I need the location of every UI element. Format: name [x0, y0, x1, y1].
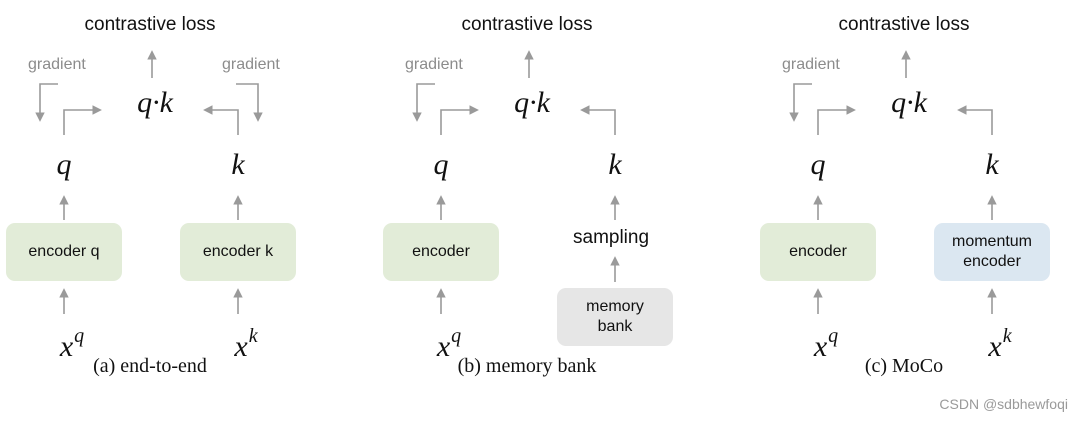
arrows-end-to-end [35, 50, 263, 314]
caption-memory-bank: (b) memory bank [457, 355, 597, 377]
k-symbol: k [608, 148, 622, 181]
k-symbol: k [231, 148, 245, 181]
arrows-moco [789, 50, 997, 314]
q-symbol: q [56, 148, 72, 181]
gradient-label-left: gradient [782, 56, 840, 73]
encoder-label: encoder [789, 243, 847, 260]
gradient-arrow-right [236, 83, 263, 122]
x-k-symbol: xk [234, 325, 258, 363]
encoder-k-label: encoder k [202, 243, 274, 260]
qk-product: q·k [137, 86, 173, 119]
gradient-arrow-left [789, 83, 812, 122]
contrastive-loss-label: contrastive loss [838, 14, 970, 35]
gradient-arrow-left [35, 83, 58, 122]
q-symbol: q [810, 148, 826, 181]
q-symbol: q [433, 148, 449, 181]
encoder-box: encoder [383, 223, 499, 281]
encoder-k-box: encoder k [180, 223, 296, 281]
gradient-label-right: gradient [222, 56, 280, 73]
arrow-k-to-qk [580, 105, 616, 135]
arrow-q-to-qk [63, 105, 102, 135]
caption-end-to-end: (a) end-to-end [93, 355, 207, 377]
caption-moco: (c) MoCo [864, 355, 944, 377]
panel-memory-bank: contrastive loss gradient q·k q k encode… [377, 0, 737, 422]
gradient-label-left: gradient [405, 56, 463, 73]
x-k-symbol: xk [988, 325, 1012, 363]
x-q-symbol: xq [813, 325, 839, 363]
arrow-k-to-qk [957, 105, 993, 135]
qk-product: q·k [514, 86, 550, 119]
x-q-symbol: xq [59, 325, 85, 363]
gradient-arrow-left [412, 83, 435, 122]
encoder-q-box: encoder q [6, 223, 122, 281]
watermark: CSDN @sdbhewfoqi [939, 396, 1068, 412]
x-q-symbol: xq [436, 325, 462, 363]
sampling-label: sampling [573, 227, 650, 248]
panel-end-to-end: contrastive loss gradient gradient q·k q… [0, 0, 360, 422]
encoder-q-label: encoder q [28, 243, 100, 260]
arrow-q-to-qk [440, 105, 479, 135]
arrow-k-to-qk [203, 105, 239, 135]
gradient-label-left: gradient [28, 56, 86, 73]
qk-product: q·k [891, 86, 927, 119]
contrastive-loss-label: contrastive loss [461, 14, 593, 35]
contrastive-loss-label: contrastive loss [84, 14, 216, 35]
arrows-memory-bank [412, 50, 620, 314]
arrow-q-to-qk [817, 105, 856, 135]
panel-moco: contrastive loss gradient q·k q k encode… [754, 0, 1080, 422]
encoder-box: encoder [760, 223, 876, 281]
k-symbol: k [985, 148, 999, 181]
encoder-label: encoder [412, 243, 470, 260]
